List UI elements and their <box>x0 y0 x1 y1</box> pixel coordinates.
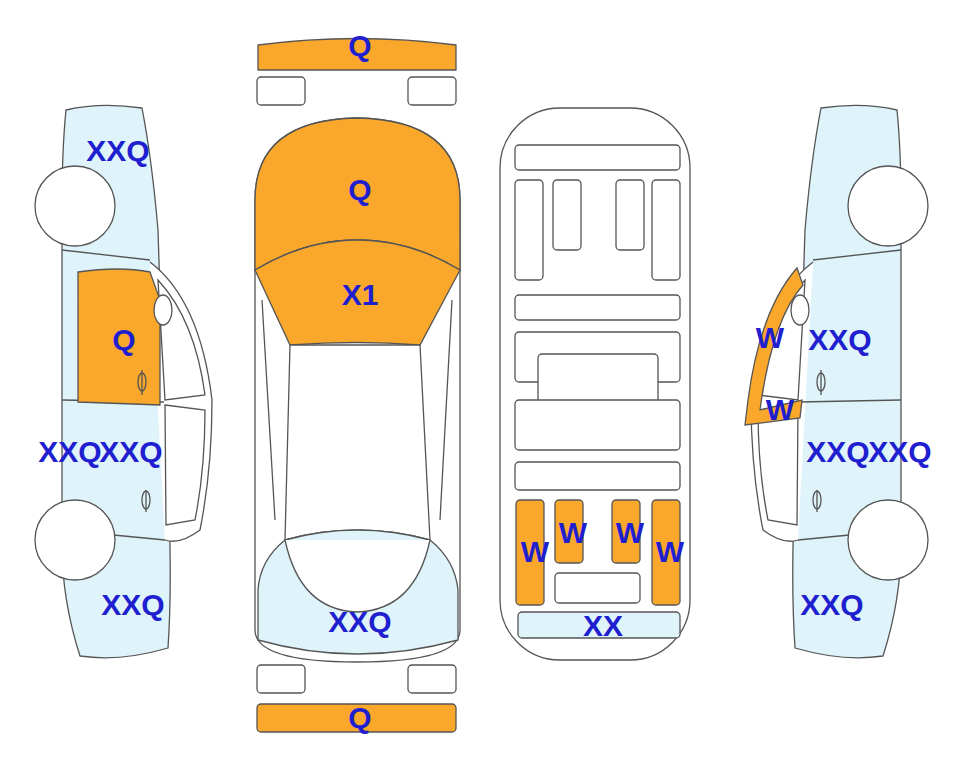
g-shape <box>35 105 212 657</box>
rect-shape <box>616 180 644 250</box>
damage-code: XXQ <box>808 325 871 355</box>
damage-code: XXQ <box>806 437 869 467</box>
rect-shape <box>515 295 680 320</box>
rect-shape <box>257 665 305 693</box>
damage-code: XXQ <box>328 607 391 637</box>
rect-shape <box>257 704 456 732</box>
ellipse-shape <box>791 295 809 325</box>
path-shape <box>255 240 460 345</box>
rect-shape <box>500 108 690 660</box>
damage-code: Q <box>348 31 371 61</box>
damage-code: X1 <box>342 280 379 310</box>
ellipse-shape <box>138 373 146 391</box>
damage-code: Q <box>348 703 371 733</box>
damage-code: W <box>521 537 549 567</box>
damage-code: Q <box>112 325 135 355</box>
rect-shape <box>553 180 581 250</box>
rect-shape <box>515 462 680 490</box>
path-shape <box>285 345 430 540</box>
damage-code: W <box>766 395 794 425</box>
rect-shape <box>408 77 456 105</box>
path-shape <box>745 268 803 425</box>
damage-code: XXQ <box>99 437 162 467</box>
damage-code: W <box>616 518 644 548</box>
rect-shape <box>555 573 640 603</box>
circle-shape <box>35 166 115 246</box>
damage-code: W <box>756 323 784 353</box>
rect-shape <box>515 180 543 280</box>
damage-code: W <box>656 537 684 567</box>
path-shape <box>262 300 452 520</box>
rect-shape <box>515 400 680 450</box>
circle-shape <box>35 500 115 580</box>
rect-shape <box>652 180 680 280</box>
damage-code: W <box>559 518 587 548</box>
damage-code: XXQ <box>868 437 931 467</box>
path-shape <box>165 405 205 525</box>
rect-shape <box>515 145 680 170</box>
damage-code: XXQ <box>38 437 101 467</box>
path-shape <box>285 540 430 612</box>
path-shape <box>255 118 460 662</box>
ellipse-shape <box>154 295 172 325</box>
damage-code: Q <box>348 175 371 205</box>
ellipse-shape <box>142 491 150 509</box>
damage-code: XX <box>583 611 623 641</box>
rect-shape <box>408 665 456 693</box>
damage-code: XXQ <box>101 590 164 620</box>
damage-code: XXQ <box>800 590 863 620</box>
g-shape <box>35 39 928 733</box>
path-shape <box>78 269 160 405</box>
damage-code: XXQ <box>86 136 149 166</box>
use-shape <box>751 105 928 657</box>
rect-shape <box>257 77 305 105</box>
path-shape <box>258 530 458 654</box>
line-shape <box>62 250 150 260</box>
